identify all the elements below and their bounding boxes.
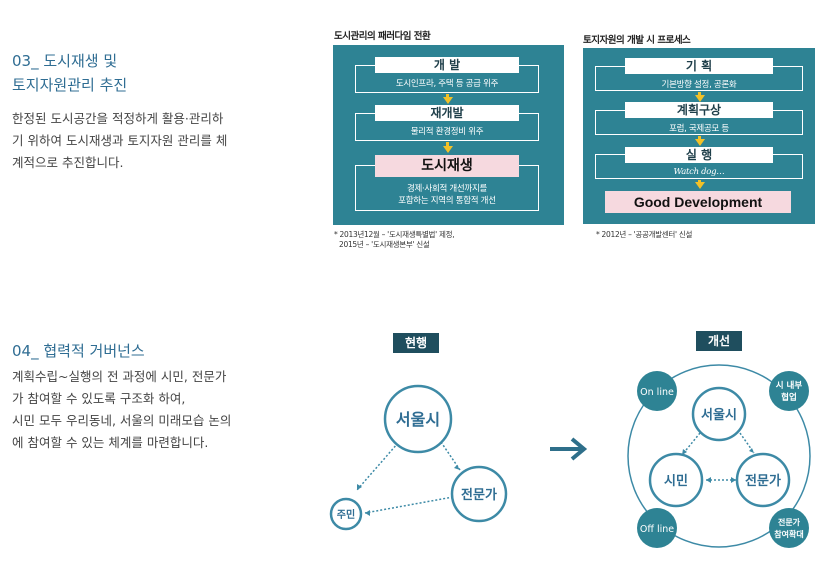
down-arrow-icon bbox=[443, 97, 453, 104]
arrow-stem bbox=[698, 180, 701, 183]
expert-expand-label-line2: 참여확대 bbox=[774, 529, 803, 539]
current-expert-label: 전문가 bbox=[461, 487, 497, 503]
online-label: On line bbox=[640, 387, 674, 398]
step-redevelopment-head: 재개발 bbox=[375, 105, 519, 121]
section4-body-line1: 계획수립~실행의 전 과정에 시민, 전문가 bbox=[12, 369, 227, 384]
section3-title-line2: 토지자원관리 추진 bbox=[12, 76, 128, 94]
link-seoul-citizen bbox=[681, 432, 701, 456]
current-resident-label: 주민 bbox=[337, 508, 355, 521]
section3-body-line3: 계적으로 추진합니다. bbox=[12, 155, 124, 170]
arrowhead-icon bbox=[365, 510, 370, 516]
improved-governance-diagram: 서울시 시민 전문가 On line Off line 시 내부 협업 전문가 … bbox=[627, 364, 811, 548]
improved-tag: 개선 bbox=[696, 331, 742, 351]
left-note-line2: 2015년 – '도시재생본부' 신설 bbox=[339, 240, 430, 249]
section4-body-line3: 시민 모두 우리동네, 서울의 미래모습 논의 bbox=[12, 413, 232, 428]
expert-circle bbox=[450, 465, 508, 523]
section4-body: 계획수립~실행의 전 과정에 시민, 전문가 가 참여할 수 있도록 구조화 하… bbox=[12, 366, 274, 454]
step-execution-head: 실 행 bbox=[625, 147, 773, 163]
section3-body: 한정된 도시공간을 적정하게 활용·관리하 기 위하여 도시재생과 토지자원 관… bbox=[12, 108, 274, 174]
right-panel-caption: 토지자원의 개발 시 프로세스 bbox=[583, 35, 691, 46]
resident-circle bbox=[329, 497, 363, 531]
step-development-sub: 도시인프라, 주택 등 공급 위주 bbox=[395, 79, 499, 89]
left-panel-note: * 2013년12월 – '도시재생특별법' 제정, 2015년 – '도시재생… bbox=[334, 230, 455, 250]
internal-collab-circle bbox=[769, 371, 809, 411]
section4-body-line2: 가 참여할 수 있도록 구조화 하여, bbox=[12, 391, 186, 406]
arrow-stem bbox=[446, 94, 449, 98]
arrowhead-icon bbox=[706, 477, 711, 483]
arrowhead-icon bbox=[357, 484, 362, 490]
current-tag: 현행 bbox=[393, 333, 439, 353]
improved-expert-label: 전문가 bbox=[745, 473, 781, 489]
right-panel-note: * 2012년 – '공공개발센터' 신설 bbox=[596, 230, 693, 239]
improved-seoul-label: 서울시 bbox=[701, 407, 737, 423]
right-process-panel: 기 획 기본방향 설정, 공론화 계획구상 포럼, 국제공모 등 실 행 Wat… bbox=[583, 48, 815, 224]
offline-circle bbox=[637, 508, 677, 548]
citizen-label: 시민 bbox=[664, 473, 688, 489]
section3-title-line1: 03_ 도시재생 및 bbox=[12, 52, 118, 70]
right-arrow-icon bbox=[550, 437, 588, 461]
arrow-stem bbox=[698, 92, 701, 96]
arrowhead-icon bbox=[454, 465, 460, 470]
section4-title: 04_ 협력적 거버넌스 bbox=[12, 342, 145, 360]
down-arrow-icon bbox=[695, 139, 705, 146]
citizen-circle bbox=[648, 452, 704, 508]
step-development-head: 개 발 bbox=[375, 57, 519, 73]
step-planning-sub: 기본방향 설정, 공론화 bbox=[661, 80, 737, 90]
section3-body-line1: 한정된 도시공간을 적정하게 활용·관리하 bbox=[12, 111, 224, 126]
left-note-line1: * 2013년12월 – '도시재생특별법' 제정, bbox=[334, 230, 455, 239]
section3-body-line2: 기 위하여 도시재생과 토지자원 관리를 체 bbox=[12, 133, 228, 148]
expert-expand-label-line1: 전문가 bbox=[778, 517, 801, 527]
step-regeneration-head: 도시재생 bbox=[375, 155, 519, 177]
arrowhead-icon bbox=[731, 477, 736, 483]
current-governance-diagram: 서울시 전문가 주민 bbox=[329, 384, 508, 531]
link-expert-resident bbox=[364, 496, 454, 514]
outer-ring bbox=[627, 364, 811, 548]
step-redevelopment-sub: 물리적 환경정비 위주 bbox=[410, 127, 484, 137]
seoul-circle bbox=[383, 384, 453, 454]
down-arrow-icon bbox=[695, 95, 705, 102]
arrowhead-icon bbox=[682, 449, 687, 455]
offline-label: Off line bbox=[640, 524, 674, 535]
expert-expand-circle bbox=[769, 508, 809, 548]
arrow-stem bbox=[446, 142, 449, 147]
step-regeneration-sub: 경제·사회적 개선까지를 포함하는 지역의 통합적 개선 bbox=[355, 183, 539, 207]
improved-expert-circle bbox=[735, 452, 791, 508]
step-planning-head: 기 획 bbox=[625, 58, 773, 74]
current-seoul-label: 서울시 bbox=[396, 410, 440, 429]
arrowhead-icon bbox=[749, 448, 754, 453]
internal-collab-label-line2: 협업 bbox=[781, 392, 797, 403]
online-circle bbox=[637, 371, 677, 411]
internal-collab-label-line1: 시 내부 bbox=[776, 380, 803, 391]
link-seoul-resident bbox=[356, 442, 399, 491]
step-execution-sub: Watch dog… bbox=[673, 167, 725, 177]
down-arrow-icon bbox=[695, 182, 705, 189]
step-concept-head: 계획구상 bbox=[625, 102, 773, 118]
left-paradigm-panel: 개 발 도시인프라, 주택 등 공급 위주 재개발 물리적 환경정비 위주 도시… bbox=[333, 45, 564, 225]
section4-body-line4: 에 참여할 수 있는 체계를 마련합니다. bbox=[12, 435, 209, 450]
down-arrow-icon bbox=[443, 146, 453, 153]
improved-seoul-circle bbox=[691, 386, 747, 442]
arrow-stem bbox=[698, 136, 701, 140]
step-regeneration-sub-line1: 경제·사회적 개선까지를 bbox=[406, 184, 487, 194]
left-panel-caption: 도시관리의 패러다임 전환 bbox=[334, 31, 431, 42]
step-concept-sub: 포럼, 국제공모 등 bbox=[669, 124, 729, 134]
step-regeneration-sub-line2: 포함하는 지역의 통합적 개선 bbox=[398, 196, 496, 206]
good-development-result: Good Development bbox=[605, 191, 791, 213]
